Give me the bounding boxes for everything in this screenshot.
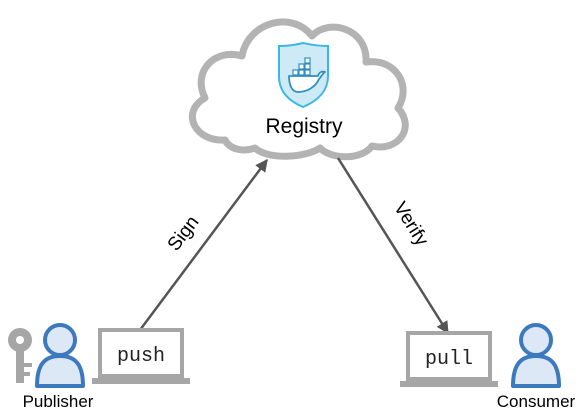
registry-label: Registry xyxy=(265,115,343,138)
push-command: push xyxy=(117,345,165,368)
docker-shield-icon xyxy=(278,41,329,109)
publisher-laptop-icon: push xyxy=(92,328,190,384)
sign-label: Sign xyxy=(164,212,204,255)
publisher-label: Publisher xyxy=(23,392,94,410)
consumer-label: Consumer xyxy=(497,392,576,410)
consumer-person-icon xyxy=(511,323,561,388)
pull-command: pull xyxy=(425,348,473,371)
publisher-person-icon xyxy=(35,323,85,388)
sign-arrow xyxy=(138,158,269,331)
key-icon xyxy=(8,328,32,383)
consumer-laptop-icon: pull xyxy=(400,331,498,387)
verify-label: Verify xyxy=(389,198,432,250)
verify-arrow xyxy=(336,157,450,335)
